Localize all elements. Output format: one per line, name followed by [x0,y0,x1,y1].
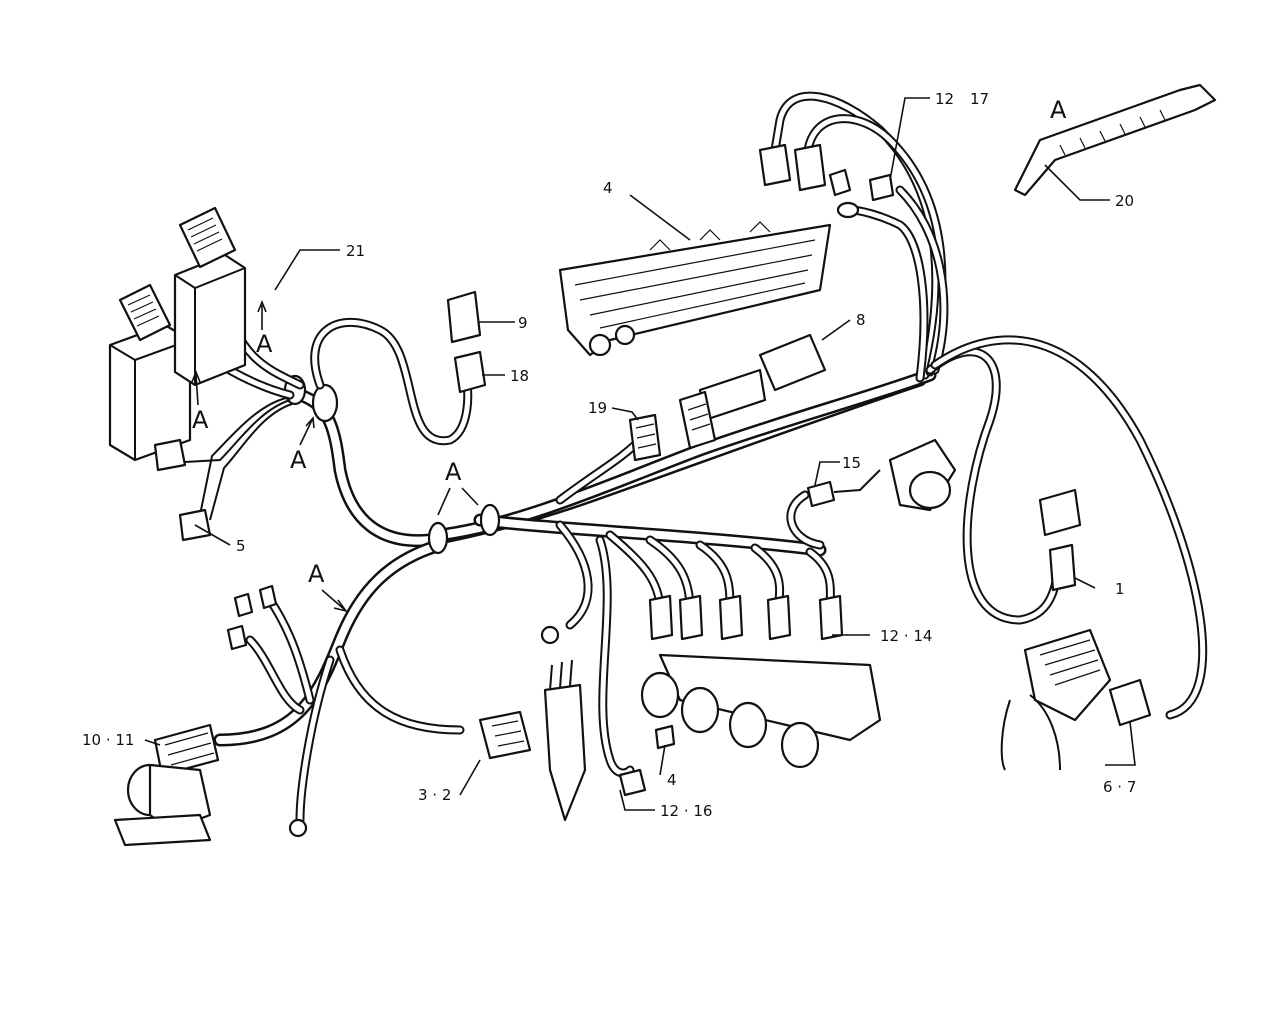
throttle-body [806,438,957,512]
callout-leaders [144,97,1136,811]
fuel-injectors [648,594,844,641]
callout-4-small: 4 [667,771,677,789]
sensor-1 [1038,488,1082,592]
callout-12-14: 12 · 14 [880,627,932,645]
callout-8: 8 [856,311,866,329]
connector-3-2 [478,710,532,760]
arrow-marker-label: A [1050,96,1067,124]
arrow-marker-label: A [256,330,273,358]
arrow-marker-label: A [192,406,209,434]
callout-17: 17 [970,90,989,108]
arrow-marker-label: A [445,458,462,486]
callout-5: 5 [236,537,246,555]
relays [446,290,487,394]
sensor-connector-8 [678,333,827,450]
callout-labels: 1 3 · 2 4 4 5 6 · 7 8 9 10 · 11 12 · 14 … [82,90,1136,820]
main-harness-trunk [213,368,937,747]
connector-10-11 [153,723,220,777]
callout-3-2: 3 · 2 [418,786,451,804]
starter-motor [113,763,212,847]
connector-19 [628,413,662,462]
callout-1: 1 [1115,580,1125,598]
ground-terminals [226,584,676,838]
callout-19: 19 [588,399,607,417]
callout-9: 9 [518,314,528,332]
callout-15: 15 [842,454,861,472]
airflow-meter [1000,628,1152,771]
callout-12: 12 [935,90,954,108]
intake-manifold [640,653,882,769]
callout-10-11: 10 · 11 [82,731,134,749]
top-connectors [758,143,895,219]
callout-6-7: 6 · 7 [1103,778,1136,796]
arrow-marker-label: A [290,446,307,474]
distributor [543,659,587,822]
ecu-control-units [108,206,247,542]
callout-21: 21 [346,242,365,260]
cylinder-head [558,221,832,357]
callout-18: 18 [510,367,529,385]
callout-20: 20 [1115,192,1134,210]
arrow-markers: A A A A A A [191,96,1067,613]
arrow-marker-label: A [308,560,325,588]
callout-4-head: 4 [603,179,613,197]
callout-12-16: 12 · 16 [660,802,712,820]
cable-tie [1013,83,1217,197]
